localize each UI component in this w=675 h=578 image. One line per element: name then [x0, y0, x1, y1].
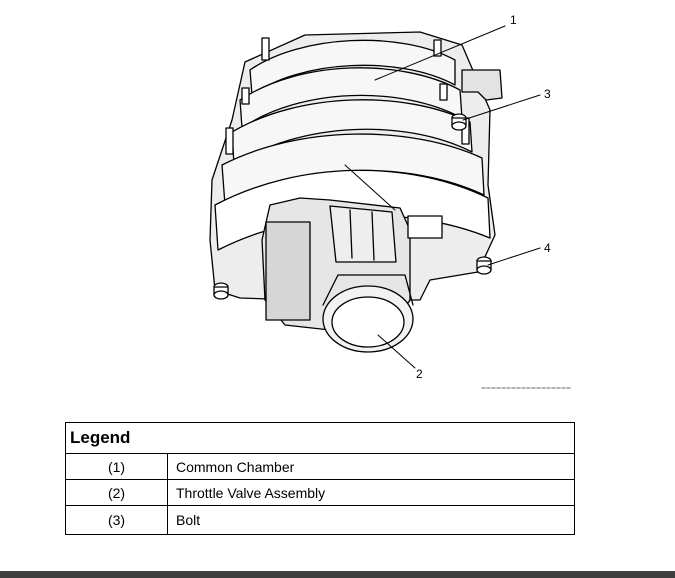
throttle-sensor — [329, 205, 397, 263]
bolt-4 — [476, 256, 492, 275]
legend-number: (1) — [65, 453, 168, 480]
bottom-bar — [0, 571, 675, 578]
legend-row: (2) Throttle Valve Assembly — [65, 479, 575, 506]
legend-row: (1) Common Chamber — [65, 453, 575, 480]
studs — [225, 37, 470, 155]
legend-row: (3) Bolt — [65, 505, 575, 535]
legend-label: Throttle Valve Assembly — [167, 479, 575, 506]
legend-table: Legend (1) Common Chamber (2) Throttle V… — [65, 422, 575, 535]
bolt-3 — [451, 113, 467, 131]
legend-title: Legend — [65, 422, 575, 454]
leader-lines — [344, 25, 541, 369]
throttle-bore — [322, 274, 414, 353]
callout-2: 2 — [416, 367, 423, 381]
legend-label: Bolt — [167, 505, 575, 535]
throttle-motor-housing — [265, 221, 311, 321]
legend-number: (3) — [65, 505, 168, 535]
callout-4: 4 — [544, 241, 551, 255]
bolt-left — [213, 282, 229, 300]
legend-label: Common Chamber — [167, 453, 575, 480]
runner-1 — [249, 39, 456, 96]
intake-manifold-diagram: 1 3 4 2 — [209, 13, 571, 389]
throttle-connector — [407, 215, 443, 239]
sensor-bracket — [461, 69, 503, 101]
legend-number: (2) — [65, 479, 168, 506]
callout-1: 1 — [510, 13, 517, 27]
runner-3 — [231, 99, 473, 166]
callout-3: 3 — [544, 87, 551, 101]
